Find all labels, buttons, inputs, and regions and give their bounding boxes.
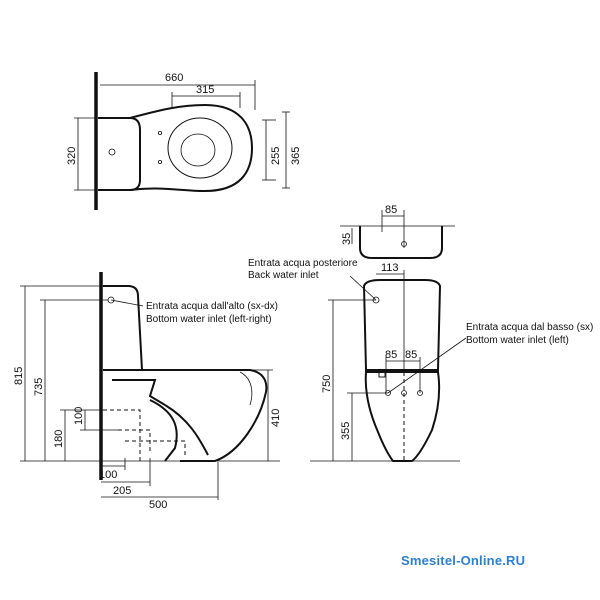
dim-735: 735 [33,378,45,396]
dim-85-right: 85 [405,349,417,361]
side-view: 815 735 180 100 410 100 205 500 Entrata … [13,272,282,511]
dim-35: 35 [341,233,353,245]
outlet-square-front [378,371,386,378]
tank-lid-top [359,226,443,259]
dim-750: 750 [321,375,333,393]
dim-660: 660 [165,72,183,84]
dim-500: 500 [149,499,167,511]
dim-85-top: 85 [385,204,397,216]
drain-dashed-1 [103,409,141,461]
dim-255: 255 [270,147,282,165]
seat-hole-right [157,159,162,164]
dim-815: 815 [13,367,25,385]
rim-side [239,371,253,406]
bowl-opening-top [180,133,216,167]
tank-outline-front [362,279,442,371]
back-inlet-label-en: Back water inlet [248,270,319,281]
dim-315: 315 [196,84,214,96]
back-inlet-label-it: Entrata acqua posteriore [248,258,358,269]
drain-dashed-3 [125,440,186,455]
leader-bottom-inlet [387,337,467,394]
dim-205: 205 [113,485,131,497]
seat-hole-left [157,130,162,135]
dim-113: 113 [381,262,399,274]
bottom-inlet-label-en: Bottom water inlet (left) [466,335,569,346]
dim-180: 180 [53,430,65,448]
trap-curve [164,404,209,456]
dim-100-vertical: 100 [73,407,85,425]
bowl-outline-side [103,369,268,462]
tank-outline-side [103,285,144,371]
bowl-rim-top [167,117,233,179]
bottom-inlet-label-it: Entrata acqua dal basso (sx) [466,322,593,333]
bowl-outline-front [364,371,441,462]
bottom-inlet-center [401,390,407,396]
dim-320: 320 [66,147,78,165]
tank-outline-top [98,117,141,191]
dim-365: 365 [290,147,302,165]
dim-355: 355 [340,422,352,440]
tank-hole-top [108,148,116,156]
inlet-top-label-it: Entrata acqua dall'alto (sx-dx) [146,301,278,312]
dim-100-horizontal: 100 [99,469,117,481]
inlet-top-label-en: Bottom water inlet (left-right) [146,314,272,325]
trap-upper [112,379,166,406]
front-view: 85 35 113 85 85 750 355 Entra [248,204,593,462]
brand-watermark[interactable]: Smesitel-Online.RU [401,553,526,568]
leader-back-inlet [349,275,377,301]
dim-410: 410 [270,409,282,427]
drain-dashed-2 [118,429,151,452]
bowl-outline-top [129,103,254,193]
top-view: 660 315 320 255 365 [66,72,302,210]
trap-inner [149,399,178,462]
leader-top-inlet [110,299,144,307]
dim-85-left: 85 [385,349,397,361]
